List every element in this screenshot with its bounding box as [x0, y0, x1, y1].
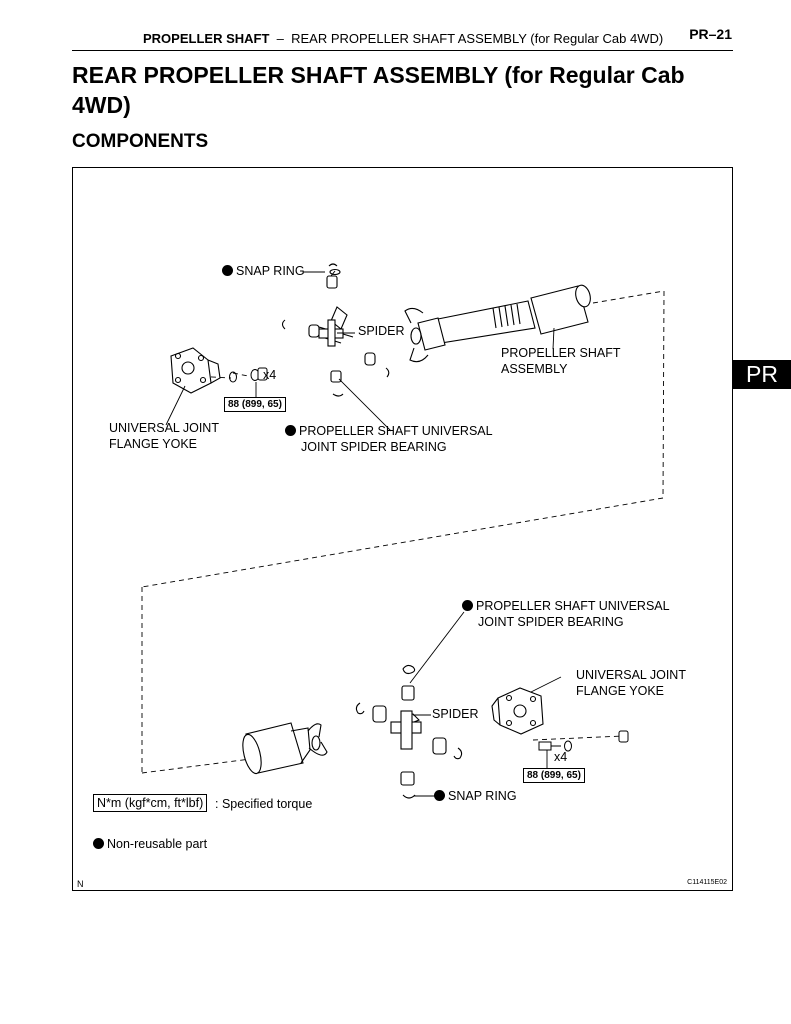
label-flange-yoke-top: UNIVERSAL JOINT FLANGE YOKE: [109, 421, 219, 451]
components-figure: SNAP RING SPIDER PROPELLER SHAFT ASSEMBL…: [72, 167, 733, 891]
section-tab: PR: [733, 360, 791, 389]
propeller-shaft-assembly-drawing: [404, 284, 591, 363]
legend-torque-unit: N*m (kgf*cm, ft*lbf): [93, 794, 208, 812]
leader-lines-bottom: [409, 611, 562, 797]
label-snap-ring-top: SNAP RING: [222, 263, 305, 279]
label-qty-bottom: x4: [554, 750, 568, 764]
section-subtitle: COMPONENTS: [72, 131, 209, 152]
torque-spec-bottom: 88 (899, 65): [523, 768, 585, 783]
figure-code: C114115E02: [687, 879, 727, 886]
torque-spec-top: 88 (899, 65): [224, 397, 286, 412]
non-reusable-dot: [434, 790, 445, 801]
non-reusable-dot: [222, 265, 233, 276]
non-reusable-dot: [93, 838, 104, 849]
propeller-shaft-end-drawing: [242, 722, 328, 775]
page-title: REAR PROPELLER SHAFT ASSEMBLY (for Regul…: [72, 62, 685, 118]
figure-corner-mark: N: [77, 879, 84, 889]
label-snap-ring-bottom: SNAP RING: [434, 788, 517, 804]
page-number: PR–21: [689, 26, 732, 42]
spider-top-drawing: [281, 263, 390, 397]
header-separator: –: [276, 31, 284, 46]
header-section: PROPELLER SHAFT – REAR PROPELLER SHAFT A…: [143, 31, 663, 46]
legend-non-reusable: Non-reusable part: [93, 836, 207, 852]
flange-yoke-top-drawing: [170, 347, 221, 394]
non-reusable-dot: [462, 600, 473, 611]
bolt-washer-bottom-drawing: [538, 730, 629, 752]
label-spider-bearing-bottom: PROPELLER SHAFT UNIVERSAL JOINT SPIDER B…: [462, 598, 670, 630]
legend-torque-desc: : Specified torque: [215, 797, 313, 811]
label-qty-top: x4: [263, 368, 277, 382]
non-reusable-dot: [285, 425, 296, 436]
header-section-name: PROPELLER SHAFT: [143, 31, 270, 46]
spider-bottom-drawing: [355, 664, 463, 799]
bolt-washer-top-drawing: [229, 367, 268, 383]
label-spider-top: SPIDER: [358, 324, 405, 338]
header-subsection: REAR PROPELLER SHAFT ASSEMBLY (for Regul…: [291, 31, 664, 46]
label-spider-bearing-top: PROPELLER SHAFT UNIVERSAL JOINT SPIDER B…: [285, 423, 493, 455]
label-propeller-shaft-assembly: PROPELLER SHAFT ASSEMBLY: [501, 346, 621, 376]
label-flange-yoke-bottom: UNIVERSAL JOINT FLANGE YOKE: [576, 668, 686, 698]
connection-dashed-lines: [141, 290, 665, 774]
leader-lines-top: [165, 271, 555, 432]
exploded-diagram: [141, 263, 665, 799]
flange-yoke-bottom-drawing: [491, 687, 544, 735]
header-rule: [72, 50, 733, 51]
label-spider-bottom: SPIDER: [432, 707, 479, 721]
